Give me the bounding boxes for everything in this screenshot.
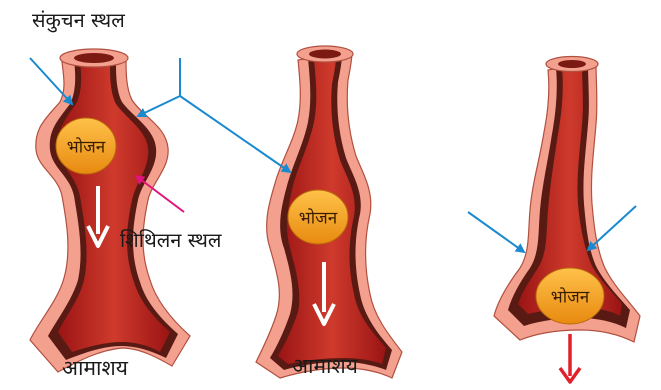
panel-3-food-label: भोजन xyxy=(551,285,589,308)
relaxation-site-label: शिथिलन स्थल xyxy=(120,226,221,253)
panel-2-food-label: भोजन xyxy=(299,206,337,229)
panel-1-food-label: भोजन xyxy=(67,135,105,158)
panel-3-right-pointer-arrow xyxy=(588,206,636,250)
contraction-site-label: संकुचन स्थल xyxy=(32,6,125,33)
stomach-label-1: आमाशय xyxy=(62,354,128,382)
panel-1-esophagus xyxy=(30,49,190,372)
stomach-label-2: आमाशय xyxy=(292,352,358,380)
panel-3-esophagus xyxy=(494,57,640,383)
panel-3-left-pointer-arrow xyxy=(468,212,524,252)
panel-3-exit-arrow xyxy=(560,334,580,382)
